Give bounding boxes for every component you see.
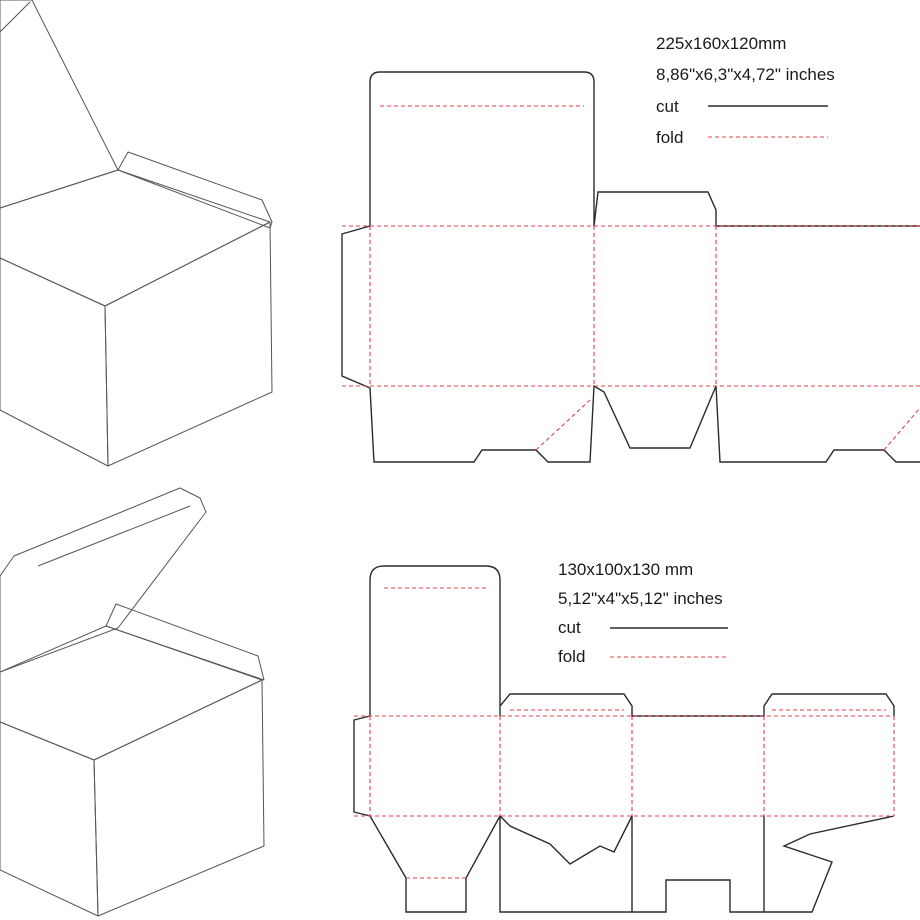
legend-cut-label: cut [656,97,679,116]
box2-back-flap [105,603,265,681]
box-illustration-large [0,0,273,467]
box-interior [0,169,271,307]
box2-lid-flap [0,487,207,673]
box-lid-flap [0,0,119,209]
legend-small: 130x100x130 mm 5,12"x4"x5,12" inches cut… [558,560,728,666]
box2-right-face [93,679,265,917]
dimensions-mm: 130x100x130 mm [558,560,693,579]
dimensions-inches: 8,86"x6,3"x4,72" inches [656,65,835,84]
box-right-face [104,221,273,467]
legend-fold-label: fold [558,647,585,666]
dieline-large-fold-diag2 [883,407,920,451]
box-back-flap [117,151,273,229]
dieline-small [353,565,895,913]
box2-interior [0,625,263,761]
dieline-large-fold-diag1 [535,399,591,451]
dieline-large-cut-path [341,71,920,463]
legend-fold-label: fold [656,128,683,147]
legend-large: 225x160x120mm 8,86"x6,3"x4,72" inches cu… [656,34,835,147]
box2-front-face [0,721,99,917]
dimensions-mm: 225x160x120mm [656,34,786,53]
box-front-face [0,257,109,467]
box-illustration-small [0,487,265,917]
dieline-large [341,71,920,463]
dieline-small-cut-path [353,565,895,913]
dimensions-inches: 5,12"x4"x5,12" inches [558,589,723,608]
legend-cut-label: cut [558,618,581,637]
